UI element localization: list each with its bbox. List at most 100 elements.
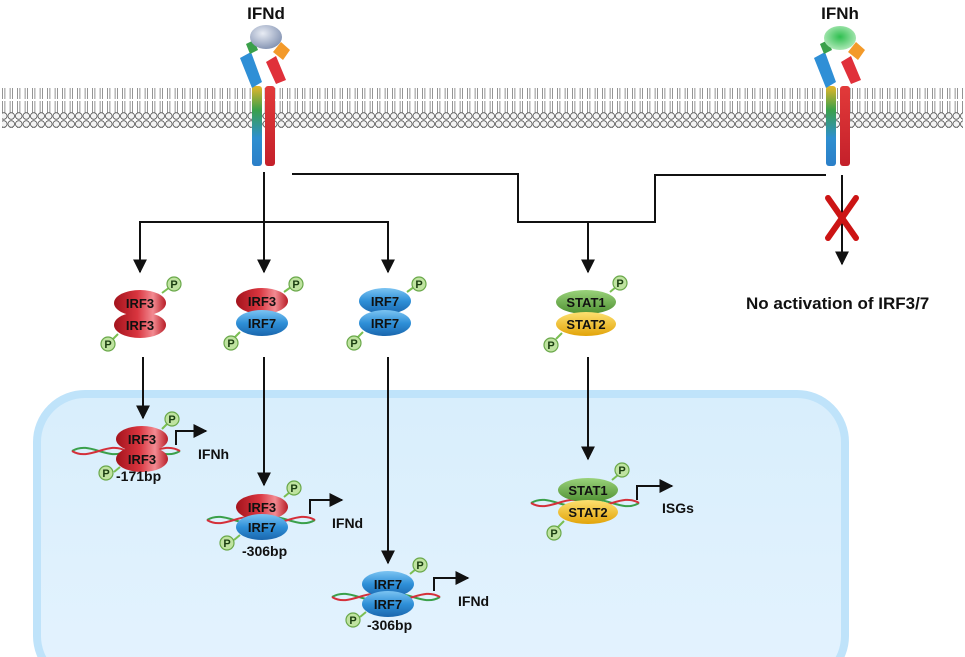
nuclear-complex-irf3-irf3: IRF3 IRF3 P P IFNh -171bp	[71, 411, 229, 484]
inhibition-x-icon	[825, 195, 859, 241]
receptor-chain-1	[814, 52, 836, 166]
stat1-top	[558, 478, 618, 502]
p-label: P	[104, 339, 111, 351]
ifnh-receptor: IFNh	[814, 4, 865, 166]
irf3-top	[236, 494, 288, 520]
p-label: P	[350, 338, 357, 350]
cyto-complex-irf3-irf7: IRF3 IRF7 P P	[223, 276, 304, 351]
transcription-arrow	[433, 571, 470, 591]
ifnd-receptor: IFNd	[240, 4, 290, 166]
phospho-bottom: P	[346, 331, 364, 351]
nuclear-complex-irf3-irf7: IRF3 IRF7 P P IFNd -306bp	[206, 480, 363, 559]
target-gene-label: IFNh	[198, 446, 229, 462]
irf3-bottom	[114, 312, 166, 338]
protein-label: IRF7	[248, 520, 276, 535]
protein-label: IRF3	[248, 500, 276, 515]
p-label: P	[618, 465, 625, 477]
receptor-chain-2	[265, 56, 286, 166]
protein-label: IRF7	[371, 316, 399, 331]
p-label: P	[168, 414, 175, 426]
phospho-top: P	[609, 275, 628, 293]
protein-label: STAT2	[568, 505, 607, 520]
irf7-bottom	[236, 514, 288, 540]
stat2-bottom	[558, 500, 618, 524]
protein-label: STAT2	[566, 317, 605, 332]
receptor-chain-1	[240, 52, 262, 166]
p-label: P	[416, 560, 423, 572]
phospho-top: P	[611, 462, 630, 481]
protein-label: STAT1	[568, 483, 607, 498]
receptor-chain-2	[840, 56, 861, 166]
phospho-top: P	[161, 276, 182, 294]
binding-position-label: -306bp	[242, 543, 287, 559]
binding-position-label: -171bp	[116, 468, 161, 484]
p-label: P	[290, 483, 297, 495]
cyto-complex-irf7-irf7: IRF7 IRF7 P P	[346, 276, 427, 351]
translocation-arrows	[136, 357, 595, 565]
nucleus	[33, 390, 849, 657]
p-label: P	[170, 279, 177, 291]
nuclear-complex-irf7-irf7: IRF7 IRF7 P P IFNd -306bp	[331, 557, 489, 633]
p-label: P	[349, 615, 356, 627]
stat1-top	[556, 290, 616, 314]
ifnd-signal-arrows	[133, 172, 595, 274]
protein-label: IRF3	[126, 296, 154, 311]
irf3-top	[116, 426, 168, 452]
p-label: P	[616, 278, 623, 290]
cell-membrane	[2, 88, 963, 128]
ifnh-ligand	[824, 26, 856, 50]
transcription-arrow	[175, 424, 208, 445]
irf3-top	[114, 290, 166, 316]
p-label: P	[292, 279, 299, 291]
irf7-bottom	[362, 591, 414, 617]
phospho-top: P	[283, 276, 304, 293]
phospho-bottom: P	[546, 520, 565, 541]
p-label: P	[102, 468, 109, 480]
protein-label: IRF7	[248, 316, 276, 331]
target-gene-label: IFNd	[458, 593, 489, 609]
binding-position-label: -306bp	[367, 617, 412, 633]
protein-label: IRF7	[374, 597, 402, 612]
transcription-arrow	[309, 493, 344, 514]
cyto-complex-irf3-irf3: IRF3 IRF3 P P	[100, 276, 182, 352]
phospho-top: P	[283, 480, 302, 498]
p-label: P	[547, 340, 554, 352]
irf7-bottom	[236, 310, 288, 336]
phospho-top: P	[409, 557, 428, 575]
irf7-bottom	[359, 310, 411, 336]
ifnh-label: IFNh	[821, 4, 859, 23]
irf7-top	[359, 288, 411, 314]
phospho-top: P	[406, 276, 427, 293]
p-label: P	[223, 538, 230, 550]
target-gene-label: ISGs	[662, 500, 694, 516]
phospho-bottom: P	[100, 333, 119, 352]
no-activation-label: No activation of IRF3/7	[746, 294, 929, 313]
irf3-top	[236, 288, 288, 314]
irf7-top	[362, 571, 414, 597]
protein-label: IRF3	[126, 318, 154, 333]
ifnd-ligand	[250, 25, 282, 49]
p-label: P	[550, 528, 557, 540]
transcription-arrow	[636, 479, 674, 500]
protein-label: STAT1	[566, 295, 605, 310]
phospho-bottom: P	[223, 331, 241, 351]
phospho-bottom: P	[345, 611, 367, 628]
phospho-top: P	[161, 411, 180, 430]
stat2-bottom	[556, 312, 616, 336]
phospho-bottom: P	[98, 465, 121, 481]
irf3-bottom	[116, 446, 168, 472]
protein-label: IRF7	[374, 577, 402, 592]
protein-label: IRF7	[371, 294, 399, 309]
nuclear-complex-stat1-stat2: STAT1 STAT2 P P ISGs	[530, 462, 694, 541]
target-gene-label: IFNd	[332, 515, 363, 531]
protein-label: IRF3	[248, 294, 276, 309]
ifnh-signal-arrows: No activation of IRF3/7	[588, 174, 929, 313]
protein-label: IRF3	[128, 452, 156, 467]
ifnd-label: IFNd	[247, 4, 285, 23]
phospho-bottom: P	[543, 332, 563, 353]
phospho-bottom: P	[219, 534, 241, 551]
cyto-complex-stat1-stat2: STAT1 STAT2 P P	[543, 275, 628, 353]
p-label: P	[227, 338, 234, 350]
p-label: P	[415, 279, 422, 291]
